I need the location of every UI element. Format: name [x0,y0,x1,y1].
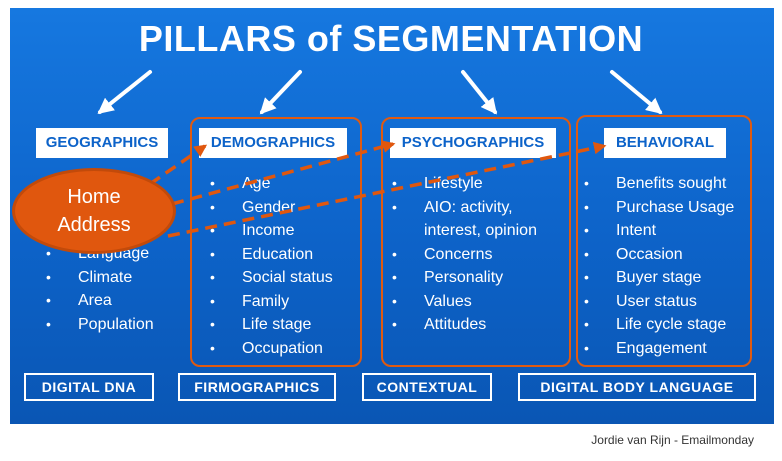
callout-line-2: Address [57,214,131,236]
callout-line-1: Home [67,186,121,208]
list-item: Attitudes [392,313,537,337]
list-item: interest, opinion [424,222,537,239]
header-geographics: GEOGRAPHICS [36,128,168,158]
home-address-callout: Home Address [12,168,176,254]
psychographics-outline [381,117,571,367]
list-item: Personality [392,266,537,290]
behavioral-list: Benefits sought Purchase Usage Intent Oc… [584,172,734,360]
footer-digital-body-language: DIGITAL BODY LANGUAGE [518,373,756,401]
demographics-outline [190,117,362,367]
list-item: Intent [584,219,734,243]
list-item: Population [46,313,154,337]
list-item: Income [210,219,333,243]
list-item: Purchase Usage [584,196,734,220]
list-item: Lifestyle [392,172,537,196]
list-item: Occupation [210,337,333,361]
list-item: Family [210,290,333,314]
list-item: Values [392,290,537,314]
list-item: Engagement [584,337,734,361]
credit-text: Jordie van Rijn - Emailmonday [591,433,754,447]
list-item: Social status [210,266,333,290]
list-item: Buyer stage [584,266,734,290]
list-item: Education [210,243,333,267]
list-item: AIO: activity, [392,196,537,220]
demographics-list: Age Gender Income Education Social statu… [210,172,333,360]
list-item: Concerns [392,243,537,267]
behavioral-outline [576,115,752,367]
psychographics-list: Lifestyle AIO: activity, interest, opini… [392,172,537,337]
geographics-list: Language Climate Area Population [46,242,154,336]
footer-firmographics: FIRMOGRAPHICS [178,373,336,401]
list-item: Benefits sought [584,172,734,196]
list-item: Life stage [210,313,333,337]
diagram-title: PILLARS of SEGMENTATION [138,18,644,59]
footer-contextual: CONTEXTUAL [362,373,492,401]
list-item: User status [584,290,734,314]
footer-digital-dna: DIGITAL DNA [24,373,154,401]
list-item: Gender [210,196,333,220]
list-item: Life cycle stage [584,313,734,337]
list-item: Occasion [584,243,734,267]
list-item: Area [46,289,154,313]
header-behavioral: BEHAVIORAL [604,128,726,158]
list-item: Age [210,172,333,196]
list-item: Climate [46,266,154,290]
